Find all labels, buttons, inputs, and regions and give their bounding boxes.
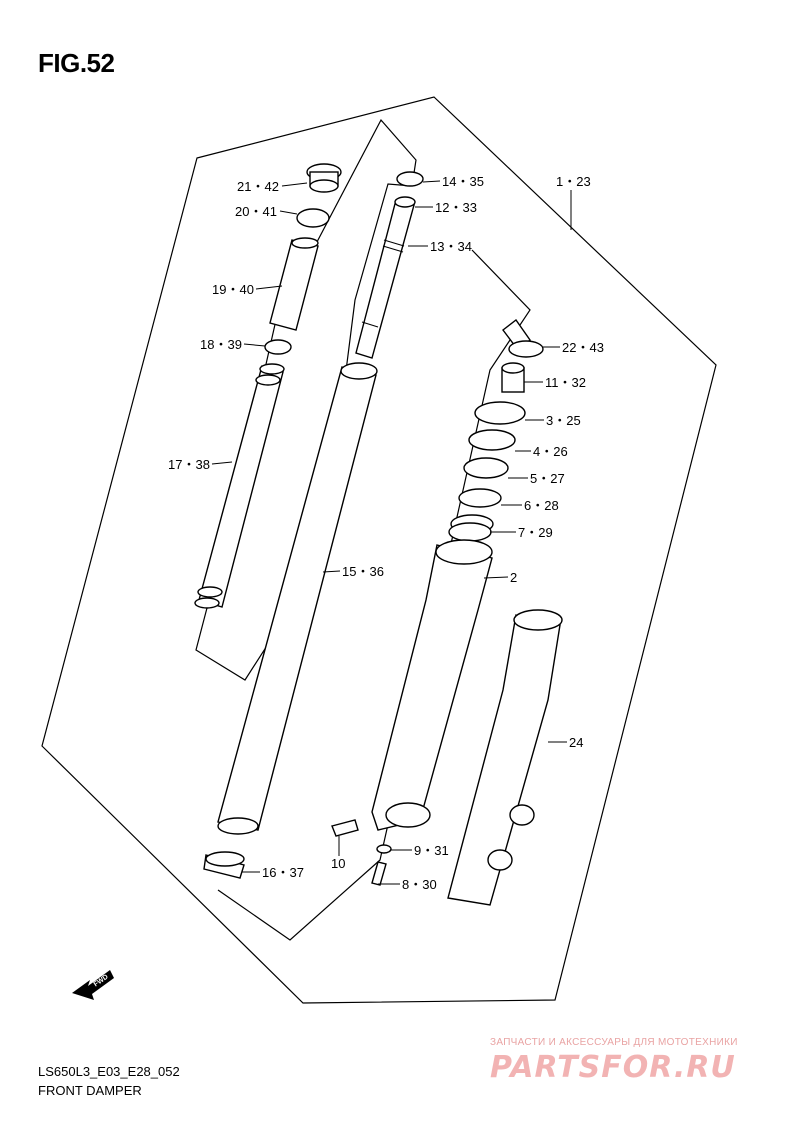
callout-22-43: 22・43: [562, 340, 604, 355]
callout-7-29: 7・29: [518, 525, 553, 540]
watermark-tagline: ЗАПЧАСТИ И АКСЕССУАРЫ ДЛЯ МОТОТЕХНИКИ: [490, 1037, 738, 1048]
oil-seal-3: [474, 401, 526, 425]
washer-18: [264, 339, 292, 355]
callout-1-23: 1・23: [556, 174, 591, 189]
callout-3-25: 3・25: [546, 413, 581, 428]
figure-name: FRONT DAMPER: [38, 1083, 142, 1098]
cap-bolt-21: [306, 163, 342, 193]
callout-5-27: 5・27: [530, 471, 565, 486]
bolt-10: [331, 819, 359, 837]
washer-6: [458, 488, 502, 508]
callout-19-40: 19・40: [212, 282, 254, 297]
figure-title: FIG.52: [38, 48, 115, 78]
damper-rod-12: [355, 196, 416, 359]
callout-14-35: 14・35: [442, 174, 484, 189]
oil-seal-5: [463, 457, 509, 479]
callout-13-34: 13・34: [430, 239, 472, 254]
assembly-outer-frame: [41, 96, 717, 1004]
ring-14: [396, 171, 424, 187]
callout-21-42: 21・42: [237, 179, 279, 194]
model-code: LS650L3_E03_E28_052: [38, 1064, 180, 1079]
callout-8-30: 8・30: [402, 877, 437, 892]
o-ring-20: [296, 208, 330, 228]
bolt-8: [371, 861, 387, 886]
callout-11-32: 11・32: [545, 375, 586, 390]
bush-7: [448, 514, 494, 542]
watermark-logo: PARTSFOR.RU: [490, 1050, 736, 1085]
callout-6-28: 6・28: [524, 498, 559, 513]
callout-10: 10: [331, 856, 345, 871]
inner-tube-15: [217, 362, 378, 835]
outer-tube-24: [447, 609, 563, 906]
callout-16-37: 16・37: [262, 865, 304, 880]
fwd-arrow-icon: [72, 970, 114, 1000]
gasket-9: [376, 844, 392, 854]
stopper-ring-4: [468, 429, 516, 451]
callout-17-38: 17・38: [168, 457, 210, 472]
callout-18-39: 18・39: [200, 337, 242, 352]
callout-4-26: 4・26: [533, 444, 568, 459]
callout-2: 2: [510, 570, 517, 585]
spring-17: [194, 363, 285, 609]
spacer-19: [269, 237, 319, 331]
callout-24: 24: [569, 735, 583, 750]
callout-9-31: 9・31: [414, 843, 449, 858]
bush-11: [501, 362, 525, 393]
callout-20-41: 20・41: [235, 204, 277, 219]
cap-22: [502, 318, 544, 358]
callout-15-36: 15・36: [342, 564, 384, 579]
leader-lines: [211, 180, 572, 885]
callout-12-33: 12・33: [435, 200, 477, 215]
bush-16: [203, 851, 245, 879]
outer-tube-2: [371, 539, 493, 831]
